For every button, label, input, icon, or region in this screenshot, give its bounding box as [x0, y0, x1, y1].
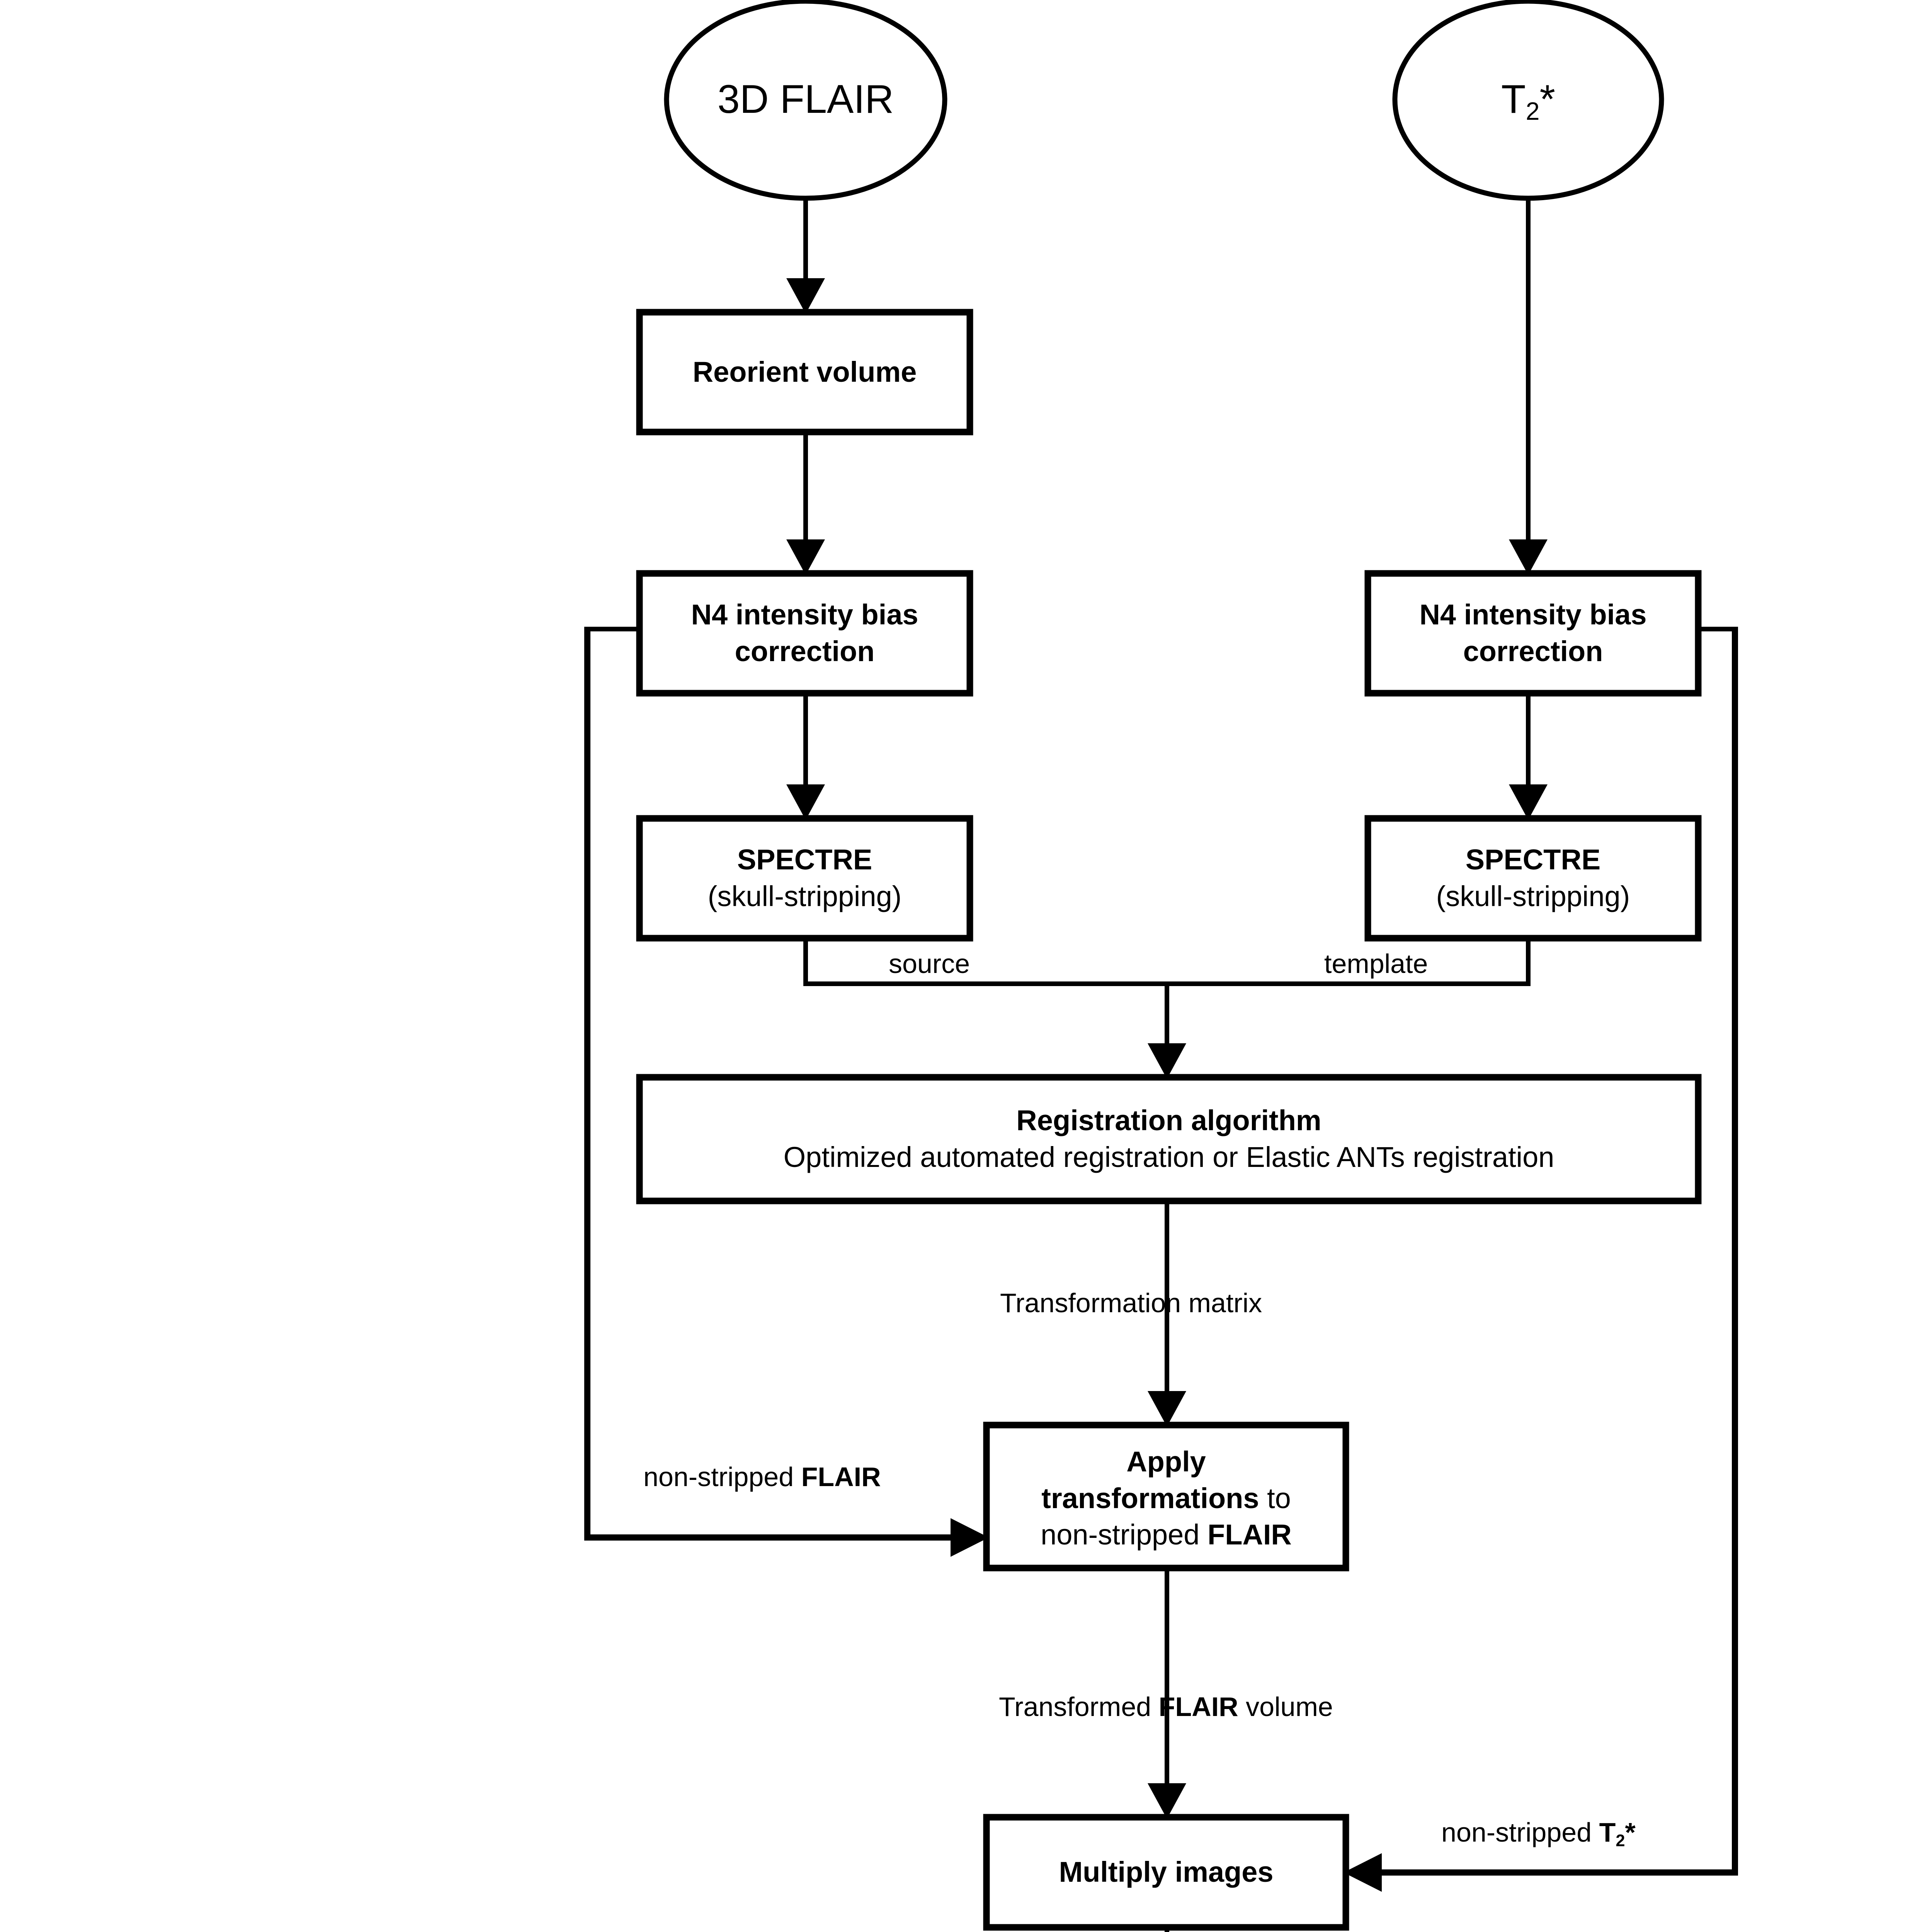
transformed-plain-1: Transformed: [999, 1692, 1159, 1722]
non-stripped-t2-asterisk: *: [1625, 1817, 1636, 1847]
label-input-flair: 3D FLAIR: [667, 73, 945, 126]
input-flair-text: 3D FLAIR: [717, 77, 894, 122]
non-stripped-flair-plain: non-stripped: [643, 1462, 801, 1492]
shape-n4-right[interactable]: [1364, 570, 1702, 697]
n4-right-line2: correction: [1463, 635, 1603, 667]
label-n4-right: N4 intensity bias correction: [1368, 597, 1698, 670]
transformed-bold: FLAIR: [1158, 1692, 1238, 1722]
apply-line3-plain: non-stripped: [1041, 1519, 1208, 1551]
transformed-plain-2: volume: [1238, 1692, 1333, 1722]
label-reorient-volume: Reorient volume: [639, 351, 970, 393]
non-stripped-t2-bold: T: [1599, 1817, 1616, 1847]
edge-label-non-stripped-t2star: non-stripped T2*: [1441, 1816, 1636, 1849]
spectre-right-line1: SPECTRE: [1465, 844, 1601, 876]
apply-line2: transformations to: [1041, 1480, 1291, 1517]
label-multiply-images: Multiply images: [986, 1851, 1346, 1893]
apply-line1: Apply: [1126, 1445, 1206, 1478]
transformation-matrix-text: Transformation matrix: [1000, 1288, 1262, 1318]
apply-line3: non-stripped FLAIR: [1041, 1517, 1292, 1553]
spectre-left-line1: SPECTRE: [737, 844, 872, 876]
label-input-t2star: T2*: [1395, 73, 1662, 126]
arrowhead-multiply-right: [1344, 1853, 1382, 1892]
spectre-right-line2: (skull-stripping): [1436, 880, 1630, 912]
label-spectre-left: SPECTRE (skull-stripping): [639, 842, 970, 915]
arrowhead-n4right-top: [1509, 539, 1548, 575]
arrowhead-apply-top: [1148, 1391, 1186, 1427]
n4-left-line2: correction: [735, 635, 875, 667]
reorient-volume-text: Reorient volume: [692, 355, 917, 388]
edge-label-template: template: [1324, 947, 1428, 980]
source-text: source: [889, 949, 970, 979]
label-spectre-right: SPECTRE (skull-stripping): [1368, 842, 1698, 915]
arrowhead-reorient-top: [786, 278, 825, 314]
arrowhead-spectreleft-top: [786, 784, 825, 820]
shape-spectre-right[interactable]: [1364, 815, 1702, 942]
multiply-images-text: Multiply images: [1059, 1855, 1274, 1888]
label-registration-algorithm: Registration algorithm Optimized automat…: [639, 1100, 1698, 1178]
arrowhead-multiply-top: [1148, 1783, 1186, 1819]
edge-label-transformation-matrix: Transformation matrix: [1000, 1287, 1262, 1319]
t2star-subscript: 2: [1526, 97, 1540, 126]
registration-line2: Optimized automated registration or Elas…: [783, 1141, 1554, 1173]
input-t2star-text: T2*: [1501, 74, 1555, 125]
t2star-asterisk: *: [1539, 77, 1555, 122]
apply-line2-plain: to: [1259, 1482, 1291, 1514]
arrowhead-n4left-top: [786, 539, 825, 575]
template-text: template: [1324, 949, 1428, 979]
apply-line2-bold: transformations: [1041, 1482, 1259, 1514]
non-stripped-t2-subscript: 2: [1616, 1832, 1625, 1850]
non-stripped-flair-bold: FLAIR: [801, 1462, 881, 1492]
arrowhead-registration-top: [1148, 1043, 1186, 1079]
t2star-base: T: [1501, 77, 1526, 122]
non-stripped-t2-plain: non-stripped: [1441, 1817, 1599, 1847]
arrowhead-spectreright-top: [1509, 784, 1548, 820]
edge-label-source: source: [889, 947, 970, 980]
n4-right-line1: N4 intensity bias: [1419, 599, 1647, 631]
label-n4-left: N4 intensity bias correction: [639, 597, 970, 670]
apply-line3-bold: FLAIR: [1208, 1519, 1292, 1551]
registration-line1: Registration algorithm: [1016, 1104, 1321, 1137]
arrowhead-apply-left: [951, 1518, 989, 1557]
n4-left-line1: N4 intensity bias: [691, 599, 918, 631]
edge-label-non-stripped-flair: non-stripped FLAIR: [643, 1461, 881, 1493]
edge-label-transformed-flair-volume: Transformed FLAIR volume: [999, 1690, 1333, 1723]
label-apply-transformations: Apply transformations to non-stripped FL…: [986, 1444, 1346, 1553]
spectre-left-line2: (skull-stripping): [707, 880, 902, 912]
